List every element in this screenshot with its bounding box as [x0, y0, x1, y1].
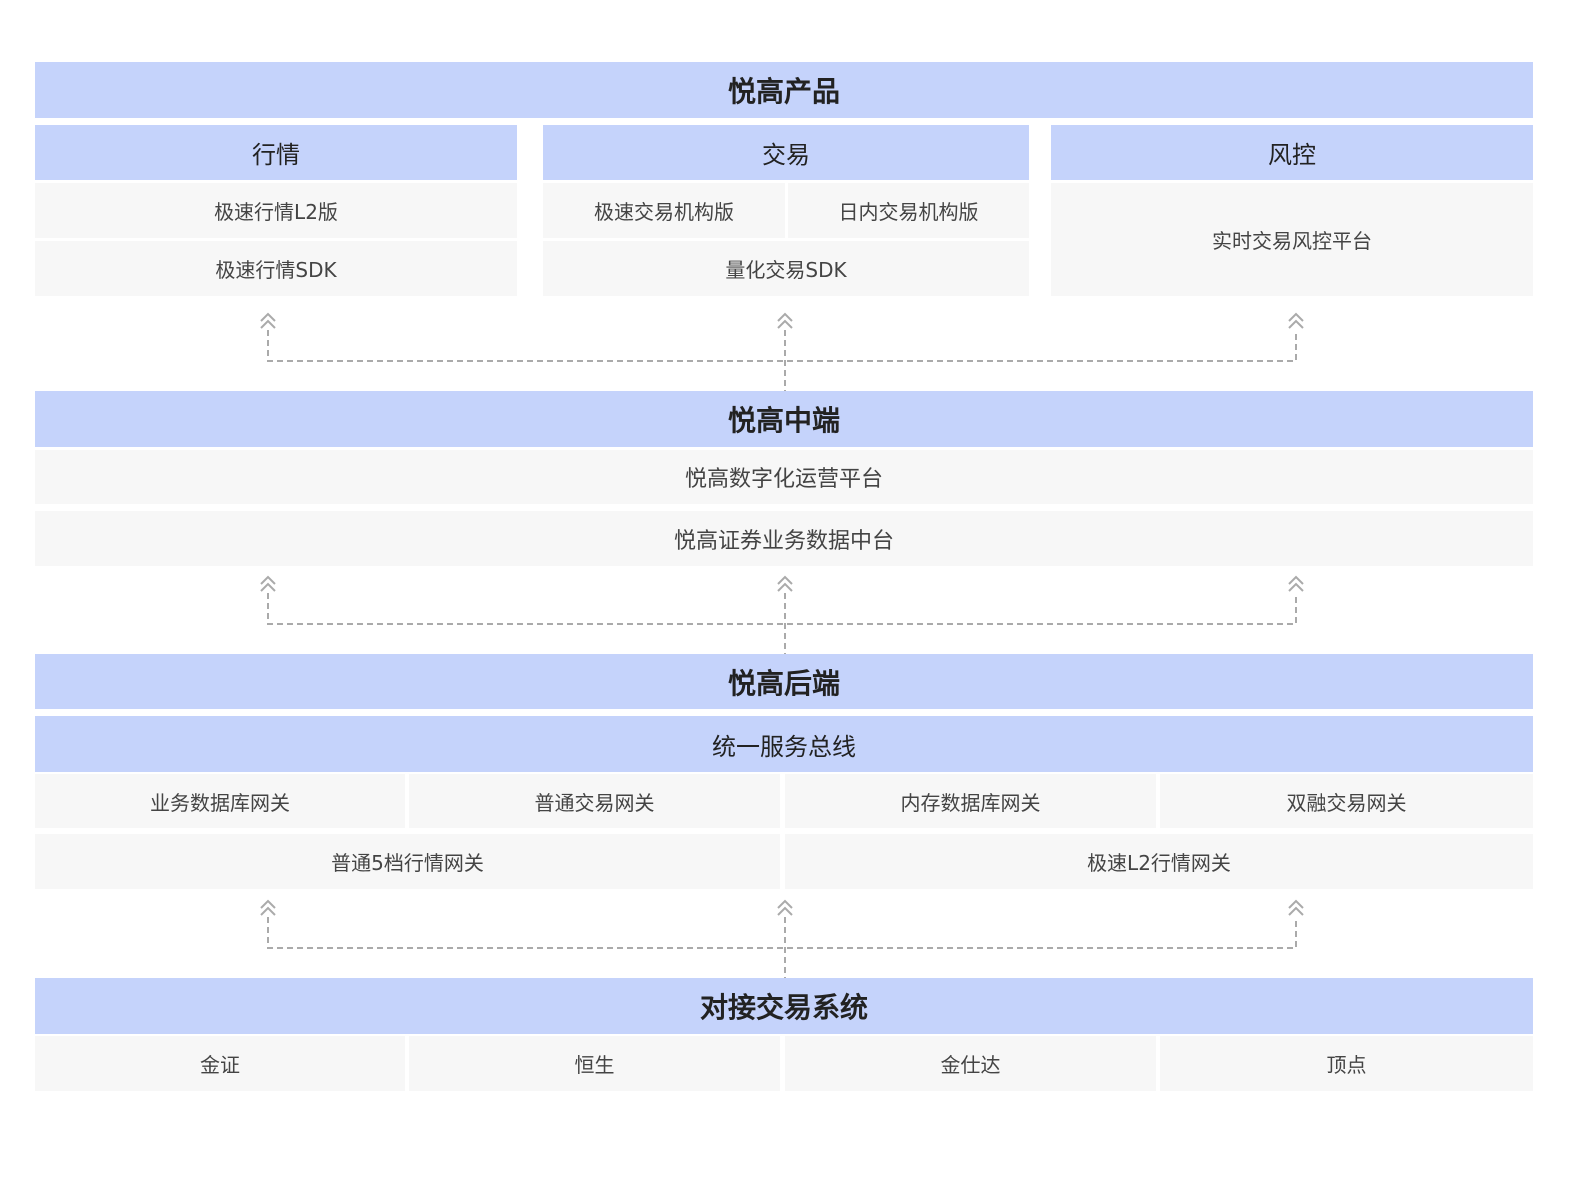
arrow-up-icon [1288, 899, 1304, 916]
arrow-up-icon [1288, 312, 1304, 329]
gateway-business-db: 业务数据库网关 [35, 774, 405, 828]
arrow-up-icon [777, 312, 793, 329]
system-jinzheng: 金证 [35, 1036, 405, 1091]
trade-item-intraday: 日内交易机构版 [788, 183, 1029, 238]
arrow-up-icon [260, 575, 276, 592]
gateway-l2-quote: 极速L2行情网关 [785, 834, 1533, 889]
system-jinshida: 金仕达 [785, 1036, 1156, 1091]
arrow-up-icon [260, 899, 276, 916]
risk-item-platform: 实时交易风控平台 [1051, 183, 1533, 296]
arrow-up-icon [1288, 575, 1304, 592]
gateway-normal-quote: 普通5档行情网关 [35, 834, 780, 889]
system-dingdian: 顶点 [1160, 1036, 1533, 1091]
trade-header: 交易 [543, 125, 1029, 180]
trade-item-speed: 极速交易机构版 [543, 183, 785, 238]
middle-header: 悦高中端 [35, 391, 1533, 447]
systems-header: 对接交易系统 [35, 978, 1533, 1034]
arrow-up-icon [777, 899, 793, 916]
backend-header: 悦高后端 [35, 654, 1533, 709]
connector-backend-branch [267, 917, 1297, 949]
market-item-sdk: 极速行情SDK [35, 241, 517, 296]
risk-header: 风控 [1051, 125, 1533, 180]
products-header: 悦高产品 [35, 62, 1533, 118]
gateway-memory-db: 内存数据库网关 [785, 774, 1156, 828]
connector-middle-branch [267, 593, 1297, 625]
connector-products-branch [267, 330, 1297, 362]
gateway-margin-trade: 双融交易网关 [1160, 774, 1533, 828]
arrow-up-icon [777, 575, 793, 592]
middle-item-datacenter: 悦高证券业务数据中台 [35, 511, 1533, 566]
trade-item-quant-sdk: 量化交易SDK [543, 241, 1029, 296]
middle-item-ops: 悦高数字化运营平台 [35, 450, 1533, 504]
system-hengsheng: 恒生 [409, 1036, 780, 1091]
gateway-normal-trade: 普通交易网关 [409, 774, 780, 828]
service-bus: 统一服务总线 [35, 716, 1533, 772]
market-header: 行情 [35, 125, 517, 180]
arrow-up-icon [260, 312, 276, 329]
market-item-l2: 极速行情L2版 [35, 183, 517, 238]
